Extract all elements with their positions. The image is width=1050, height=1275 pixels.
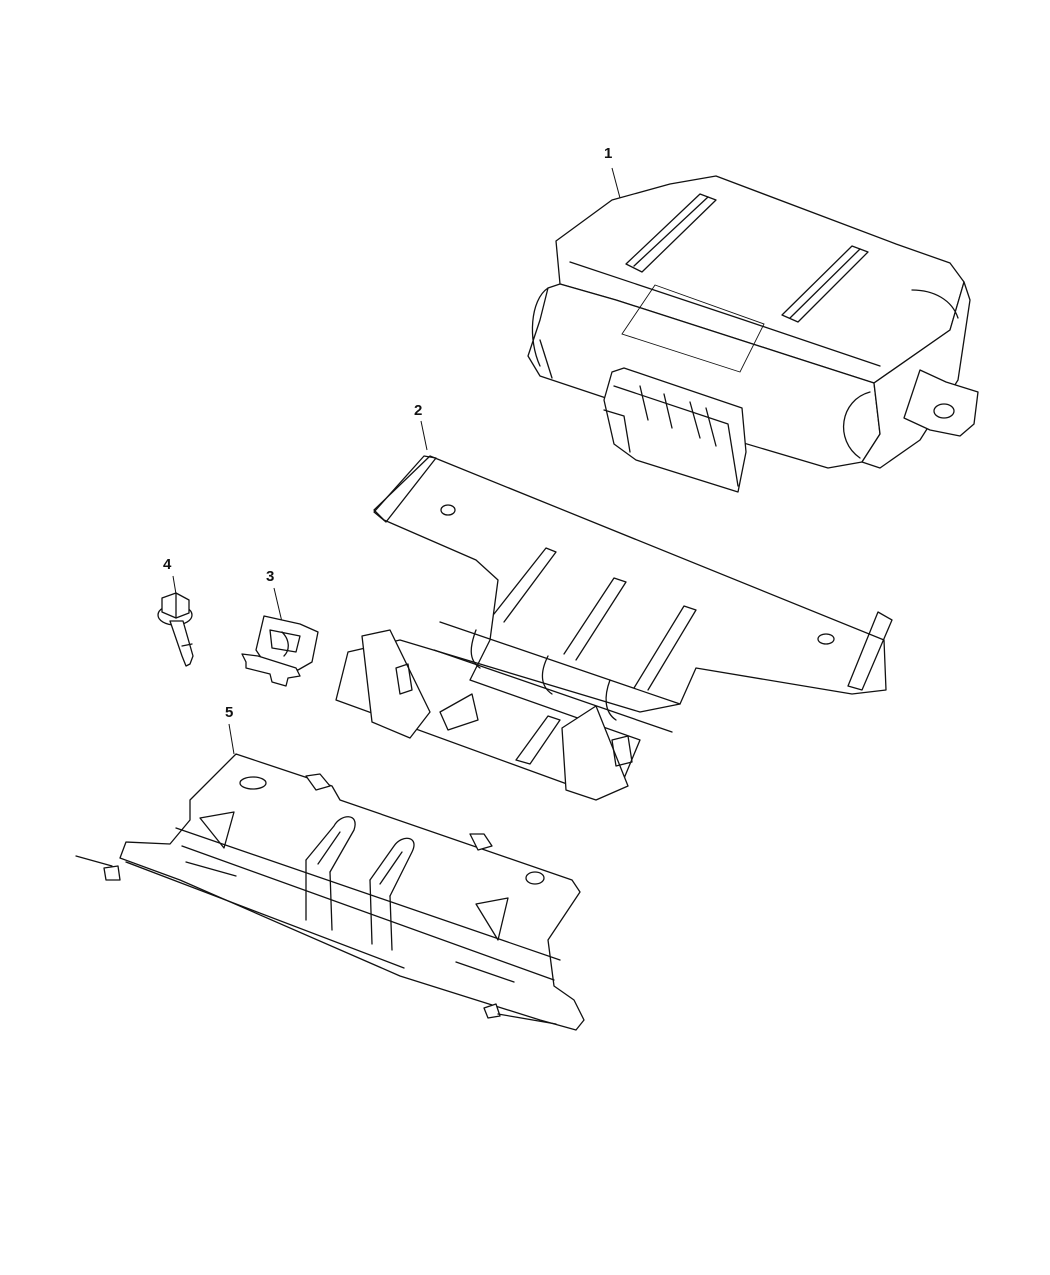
- part-4-bolt[interactable]: [157, 575, 194, 667]
- callout-3: 3: [266, 568, 275, 585]
- callout-5: 5: [225, 704, 234, 721]
- callout-2: 2: [414, 402, 423, 419]
- callout-1: 1: [604, 145, 613, 162]
- part-2-mounting-bracket[interactable]: [335, 420, 893, 801]
- part-3-clip-nut[interactable]: [241, 587, 319, 687]
- part-1-control-module[interactable]: [527, 167, 979, 493]
- part-5-base-bracket[interactable]: [75, 723, 585, 1031]
- callout-4: 4: [163, 556, 172, 573]
